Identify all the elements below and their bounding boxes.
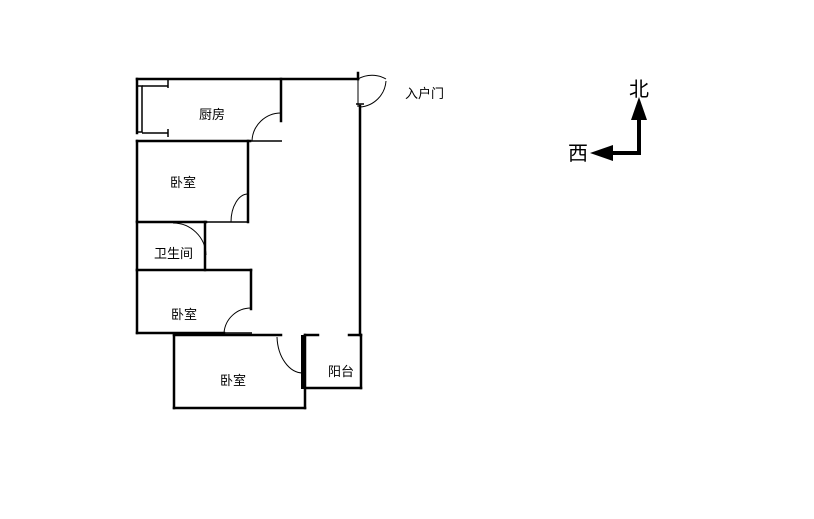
- bedroom-bottom-door-swing: [276, 336, 304, 374]
- room-label-bedroom-bottom: 卧室: [220, 373, 246, 389]
- bedroom-top-door-swing: [230, 193, 249, 223]
- kitchen-window: [136, 85, 143, 133]
- door-swings: [172, 74, 387, 374]
- compass-west-label: 西: [568, 141, 588, 165]
- room-label-balcony: 阳台: [328, 365, 354, 380]
- bedroom-middle-door-swing: [223, 307, 252, 334]
- entry-door-arc: [359, 80, 387, 108]
- bathroom-door-swing: [172, 222, 207, 256]
- entrance-label: 入户门: [405, 86, 444, 102]
- room-label-bedroom-middle: 卧室: [171, 307, 197, 323]
- room-label-kitchen: 厨房: [199, 107, 225, 123]
- walls: [135, 71, 364, 410]
- room-label-bedroom-top: 卧室: [170, 175, 196, 191]
- compass-arrow-icon: 北 西: [568, 77, 649, 165]
- room-labels: 厨房 卧室 卫生间 卧室 卧室 阳台 入户门: [154, 86, 444, 389]
- room-label-bathroom: 卫生间: [154, 247, 193, 262]
- entry-door-swing: [357, 74, 387, 107]
- compass-west-arrowhead: [590, 145, 613, 161]
- compass-north-label: 北: [629, 77, 649, 101]
- compass-north-arrowhead: [631, 97, 647, 120]
- kitchen-door-swing: [251, 112, 282, 142]
